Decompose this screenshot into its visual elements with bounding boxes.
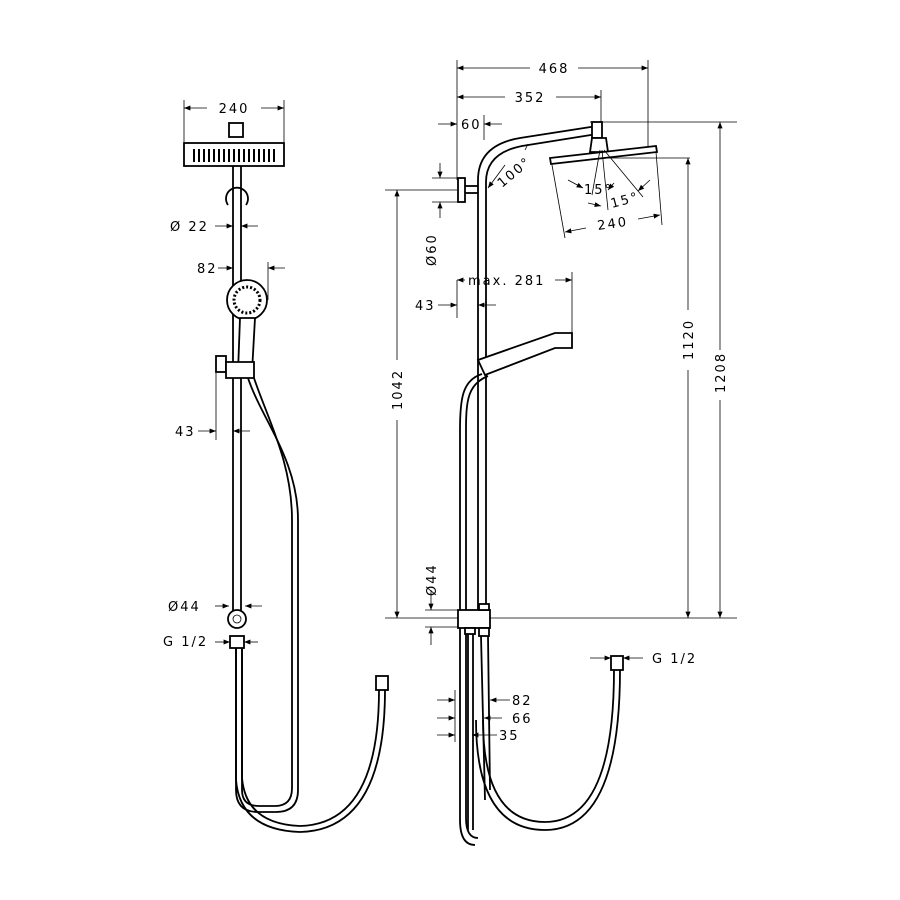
left-hand-shower-width: 82 [197, 262, 218, 277]
tilt-right: 15° [609, 190, 641, 212]
side-head-width: 240 [596, 215, 629, 234]
left-rail-offset: 43 [175, 425, 196, 440]
tilt-left: 15° [584, 183, 613, 198]
head-connector [228, 122, 244, 138]
rail-height: 1042 [391, 369, 406, 410]
wall-offset: 60 [461, 118, 482, 133]
side-view: 468 352 60 Ø60 100° 15° 15° 240 max. 281… [385, 60, 737, 846]
wall-bracket [225, 186, 249, 206]
total-height: 1208 [714, 352, 729, 393]
left-elbow-diameter: Ø44 [168, 600, 201, 615]
dim-66: 66 [512, 712, 533, 727]
bracket-diameter: Ø60 [425, 233, 440, 266]
left-rail-diameter: Ø 22 [170, 220, 209, 235]
side-hose-nut [610, 655, 624, 671]
overhead-shower [183, 142, 285, 167]
side-wall-bracket [457, 177, 466, 203]
left-connection: G 1/2 [163, 635, 208, 650]
left-hose-nut [375, 675, 389, 691]
front-view: 240 Ø 22 82 43 Ø44 G 1/2 [163, 100, 389, 833]
arm-angle: 100° [495, 154, 535, 191]
mixer-valve [457, 609, 491, 629]
dim-82: 82 [512, 694, 533, 709]
side-connection: G 1/2 [652, 652, 697, 667]
slider [225, 361, 255, 379]
elbow [227, 609, 247, 629]
max-hand-reach: max. 281 [468, 274, 545, 289]
dim-35: 35 [499, 729, 520, 744]
arm-projection: 352 [515, 91, 546, 106]
side-rail-offset: 43 [415, 299, 436, 314]
left-head-width: 240 [219, 102, 250, 117]
side-overhead-shower [548, 145, 659, 165]
head-height: 1120 [682, 319, 697, 360]
total-projection: 468 [539, 62, 570, 77]
side-hand-shower [476, 332, 573, 377]
mixer-diameter: Ø44 [425, 563, 440, 596]
